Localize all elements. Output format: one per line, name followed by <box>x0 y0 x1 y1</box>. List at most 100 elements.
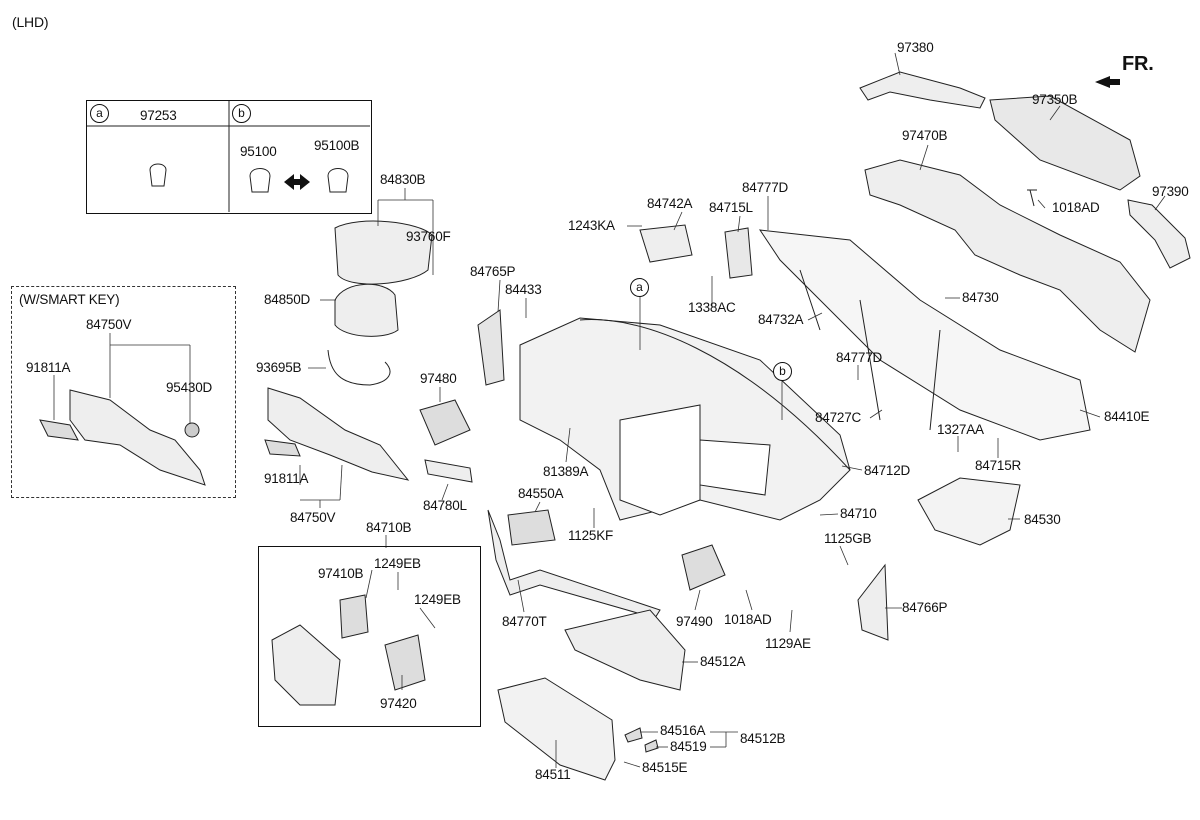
part-84750V-panel <box>267 387 410 481</box>
label-1243KA: 1243KA <box>568 218 615 233</box>
label-84515E: 84515E <box>642 760 688 775</box>
fastener-table <box>86 100 372 214</box>
label-1018AD-bot: 1018AD <box>724 612 772 627</box>
label-84727C: 84727C <box>815 410 862 425</box>
part-84516A-clip <box>624 727 643 743</box>
variant-label: (LHD) <box>12 14 49 30</box>
part-91811A-trim <box>264 439 301 457</box>
label-84780L: 84780L <box>423 498 467 513</box>
part-97380-duct <box>859 71 986 109</box>
label-84765P: 84765P <box>470 264 516 279</box>
label-84830B: 84830B <box>380 172 426 187</box>
center-fascia-opening <box>619 404 701 516</box>
part-97390-duct <box>1127 199 1191 269</box>
callout-a: a <box>630 278 649 297</box>
clip-icon <box>327 168 349 193</box>
label-84732A: 84732A <box>758 312 804 327</box>
part-91811A-sk-trim <box>39 419 79 441</box>
part-84765P-side-cover <box>477 309 505 386</box>
label-84712D: 84712D <box>864 463 911 478</box>
label-97470B: 97470B <box>902 128 948 143</box>
table-part-97253: 97253 <box>140 108 177 123</box>
double-arrow-icon <box>284 174 310 190</box>
fr-arrow-icon <box>1095 76 1120 88</box>
label-97420: 97420 <box>380 696 417 711</box>
front-direction-label: FR. <box>1122 53 1154 75</box>
label-1129AE: 1129AE <box>765 636 811 651</box>
label-84742A: 84742A <box>647 196 693 211</box>
label-97390: 97390 <box>1152 184 1189 199</box>
label-1125KF: 1125KF <box>568 528 614 543</box>
part-84410E-cowl-crossmember <box>758 229 1091 441</box>
screw-icon <box>1027 189 1037 207</box>
label-84715L: 84715L <box>709 200 753 215</box>
part-84550A-pocket <box>507 509 556 546</box>
label-91811A: 91811A <box>264 471 309 486</box>
label-97480: 97480 <box>420 371 457 386</box>
crash-pad-top-edge <box>579 319 851 471</box>
clip-icon <box>149 163 167 187</box>
label-84770T: 84770T <box>502 614 547 629</box>
label-93760F: 93760F <box>406 229 451 244</box>
part-97470B-duct <box>864 159 1151 353</box>
part-84530-airbag <box>917 477 1021 546</box>
label-1249EB-a: 1249EB <box>374 556 421 571</box>
label-1125GB: 1125GB <box>824 531 872 546</box>
label-1327AA: 1327AA <box>937 422 984 437</box>
table-part-95100: 95100 <box>240 144 277 159</box>
part-84830B-cluster-housing <box>334 220 433 285</box>
label-84750V: 84750V <box>290 510 336 525</box>
label-1018AD-top: 1018AD <box>1052 200 1100 215</box>
part-84766P-side-cover <box>857 563 889 641</box>
label-97490: 97490 <box>676 614 713 629</box>
label-84550A: 84550A <box>518 486 564 501</box>
part-84742A-bracket <box>639 224 693 263</box>
part-97480-vent <box>419 399 471 446</box>
label-84750V-sk: 84750V <box>86 317 132 332</box>
label-84715R: 84715R <box>975 458 1022 473</box>
part-84512A-glovebox-housing <box>564 609 686 691</box>
smart-key-title: (W/SMART KEY) <box>19 292 120 307</box>
part-84750V-sk-panel <box>69 389 206 486</box>
label-81389A: 81389A <box>543 464 589 479</box>
crash-pad-opening <box>699 439 771 496</box>
label-84710: 84710 <box>840 506 877 521</box>
label-84777D-top: 84777D <box>742 180 789 195</box>
clip-icon <box>249 168 271 193</box>
label-1249EB-b: 1249EB <box>414 592 461 607</box>
label-84730: 84730 <box>962 290 999 305</box>
part-97420-vent <box>384 634 426 691</box>
label-84850D: 84850D <box>264 292 311 307</box>
part-84850D-cover <box>334 283 399 337</box>
label-84766P: 84766P <box>902 600 948 615</box>
part-84511-glovebox <box>497 677 616 781</box>
callout-b: b <box>773 362 792 381</box>
part-97410B-vent <box>339 594 369 639</box>
label-97380: 97380 <box>897 40 934 55</box>
label-1338AC: 1338AC <box>688 300 736 315</box>
part-84770T-lower-trim <box>487 509 661 619</box>
label-95430D: 95430D <box>166 380 213 395</box>
label-84410E: 84410E <box>1104 409 1150 424</box>
part-95430D-switch <box>184 422 200 438</box>
part-93695B-harness <box>327 349 391 386</box>
part-97490-vent <box>681 544 726 591</box>
part-84519-clip <box>644 739 659 753</box>
label-84512B: 84512B <box>740 731 786 746</box>
label-91811A-sk: 91811A <box>26 360 71 375</box>
callout-a-table: a <box>90 104 109 123</box>
part-84715L-bracket <box>724 227 753 279</box>
label-97350B: 97350B <box>1032 92 1078 107</box>
label-84516A: 84516A <box>660 723 706 738</box>
smart-key-box <box>11 286 236 498</box>
label-84777D-mid: 84777D <box>836 350 883 365</box>
label-84433: 84433 <box>505 282 542 297</box>
label-93695B: 93695B <box>256 360 302 375</box>
part-84710B-fascia <box>271 624 341 706</box>
label-84710B: 84710B <box>366 520 412 535</box>
part-97350B-duct <box>989 95 1141 191</box>
callout-b-table: b <box>232 104 251 123</box>
label-84530: 84530 <box>1024 512 1061 527</box>
